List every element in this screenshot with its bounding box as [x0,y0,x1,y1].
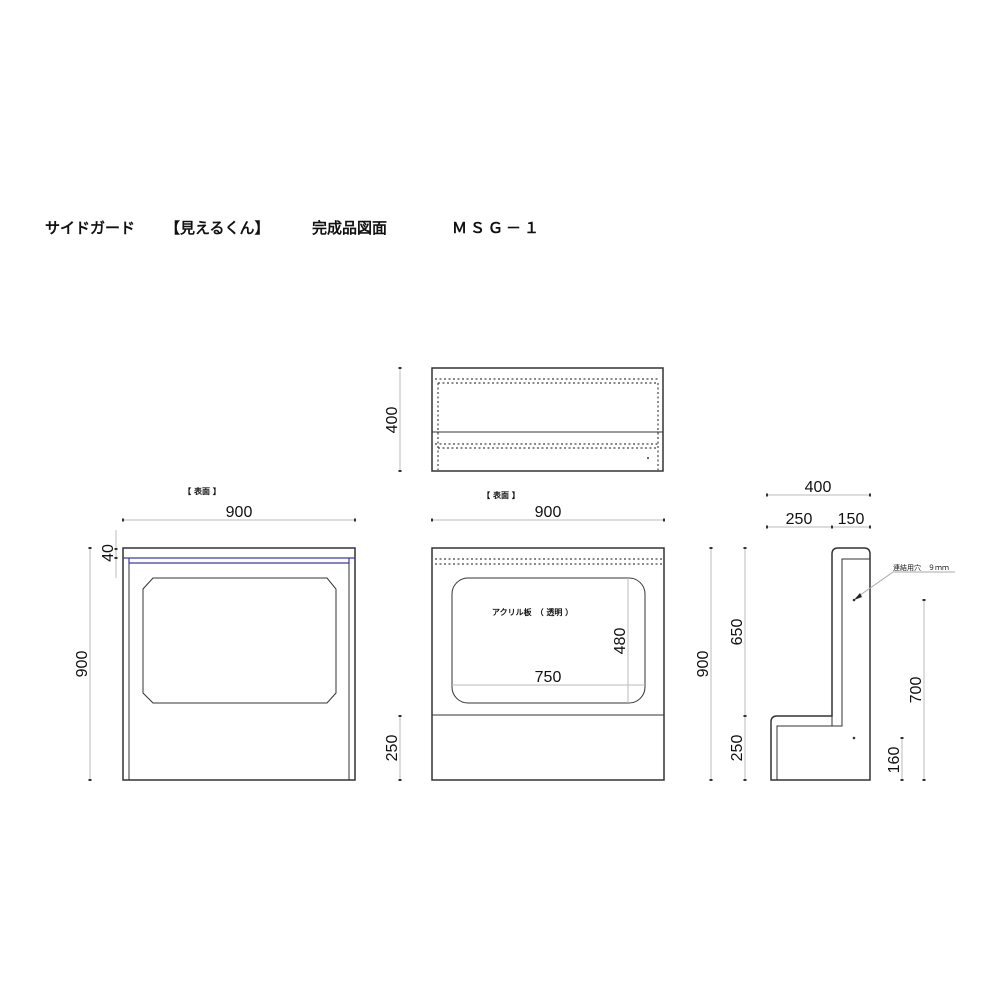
side-upper-height-dim: 650 [729,619,746,646]
drawing-type: 完成品図面 [312,219,387,237]
top-view-outline [431,367,664,472]
hole-lower-height-dim: 160 [886,747,903,774]
connection-hole-lower [852,736,856,740]
back-window-opening [142,577,337,704]
side-inner-line [776,558,870,780]
acrylic-panel [451,577,646,704]
front-width-dim: 900 [535,504,562,521]
back-view: 【 表面 】 900 900 40 [74,486,356,781]
side-profile-outline [770,547,871,781]
title-block: サイドガード 【見えるくん】 完成品図面 ＭＳＧ－１ [45,219,542,237]
product-nickname: 【見えるくん】 [165,219,270,237]
front-view: 【 表面 】 900 アクリル板 （ 透明 ） 750 480 250 [384,490,665,781]
panel-width-dim: 750 [535,669,562,686]
panel-height-dim: 480 [612,628,629,655]
front-base-dim: 250 [384,735,401,762]
back-view-label: 【 表面 】 [183,486,221,496]
front-view-label: 【 表面 】 [482,490,520,500]
back-height-dim: 900 [74,651,91,678]
back-top-band-dim: 40 [100,544,117,562]
product-name: サイドガード [45,219,135,237]
acrylic-panel-label: アクリル板 （ 透明 ） [492,607,573,617]
front-view-outline [431,547,665,781]
side-base-depth-dim: 250 [786,511,813,528]
side-upper-depth-dim: 150 [838,511,865,528]
top-depth-dim: 400 [384,407,401,434]
back-view-outline [122,547,356,781]
top-view: 400 [384,367,664,472]
side-base-height-dim: 250 [729,735,746,762]
side-depth-dim: 400 [805,479,832,496]
hole-upper-height-dim: 700 [908,677,925,704]
connection-hole-note: 連結用穴 ９ｍｍ [893,563,949,572]
side-height-dim: 900 [695,651,712,678]
side-view: 400 250 150 連結用穴 ９ｍｍ 900 650 250 [695,479,955,781]
model-number: ＭＳＧ－１ [452,219,542,237]
hole-marker [647,457,649,459]
back-width-dim: 900 [226,504,253,521]
